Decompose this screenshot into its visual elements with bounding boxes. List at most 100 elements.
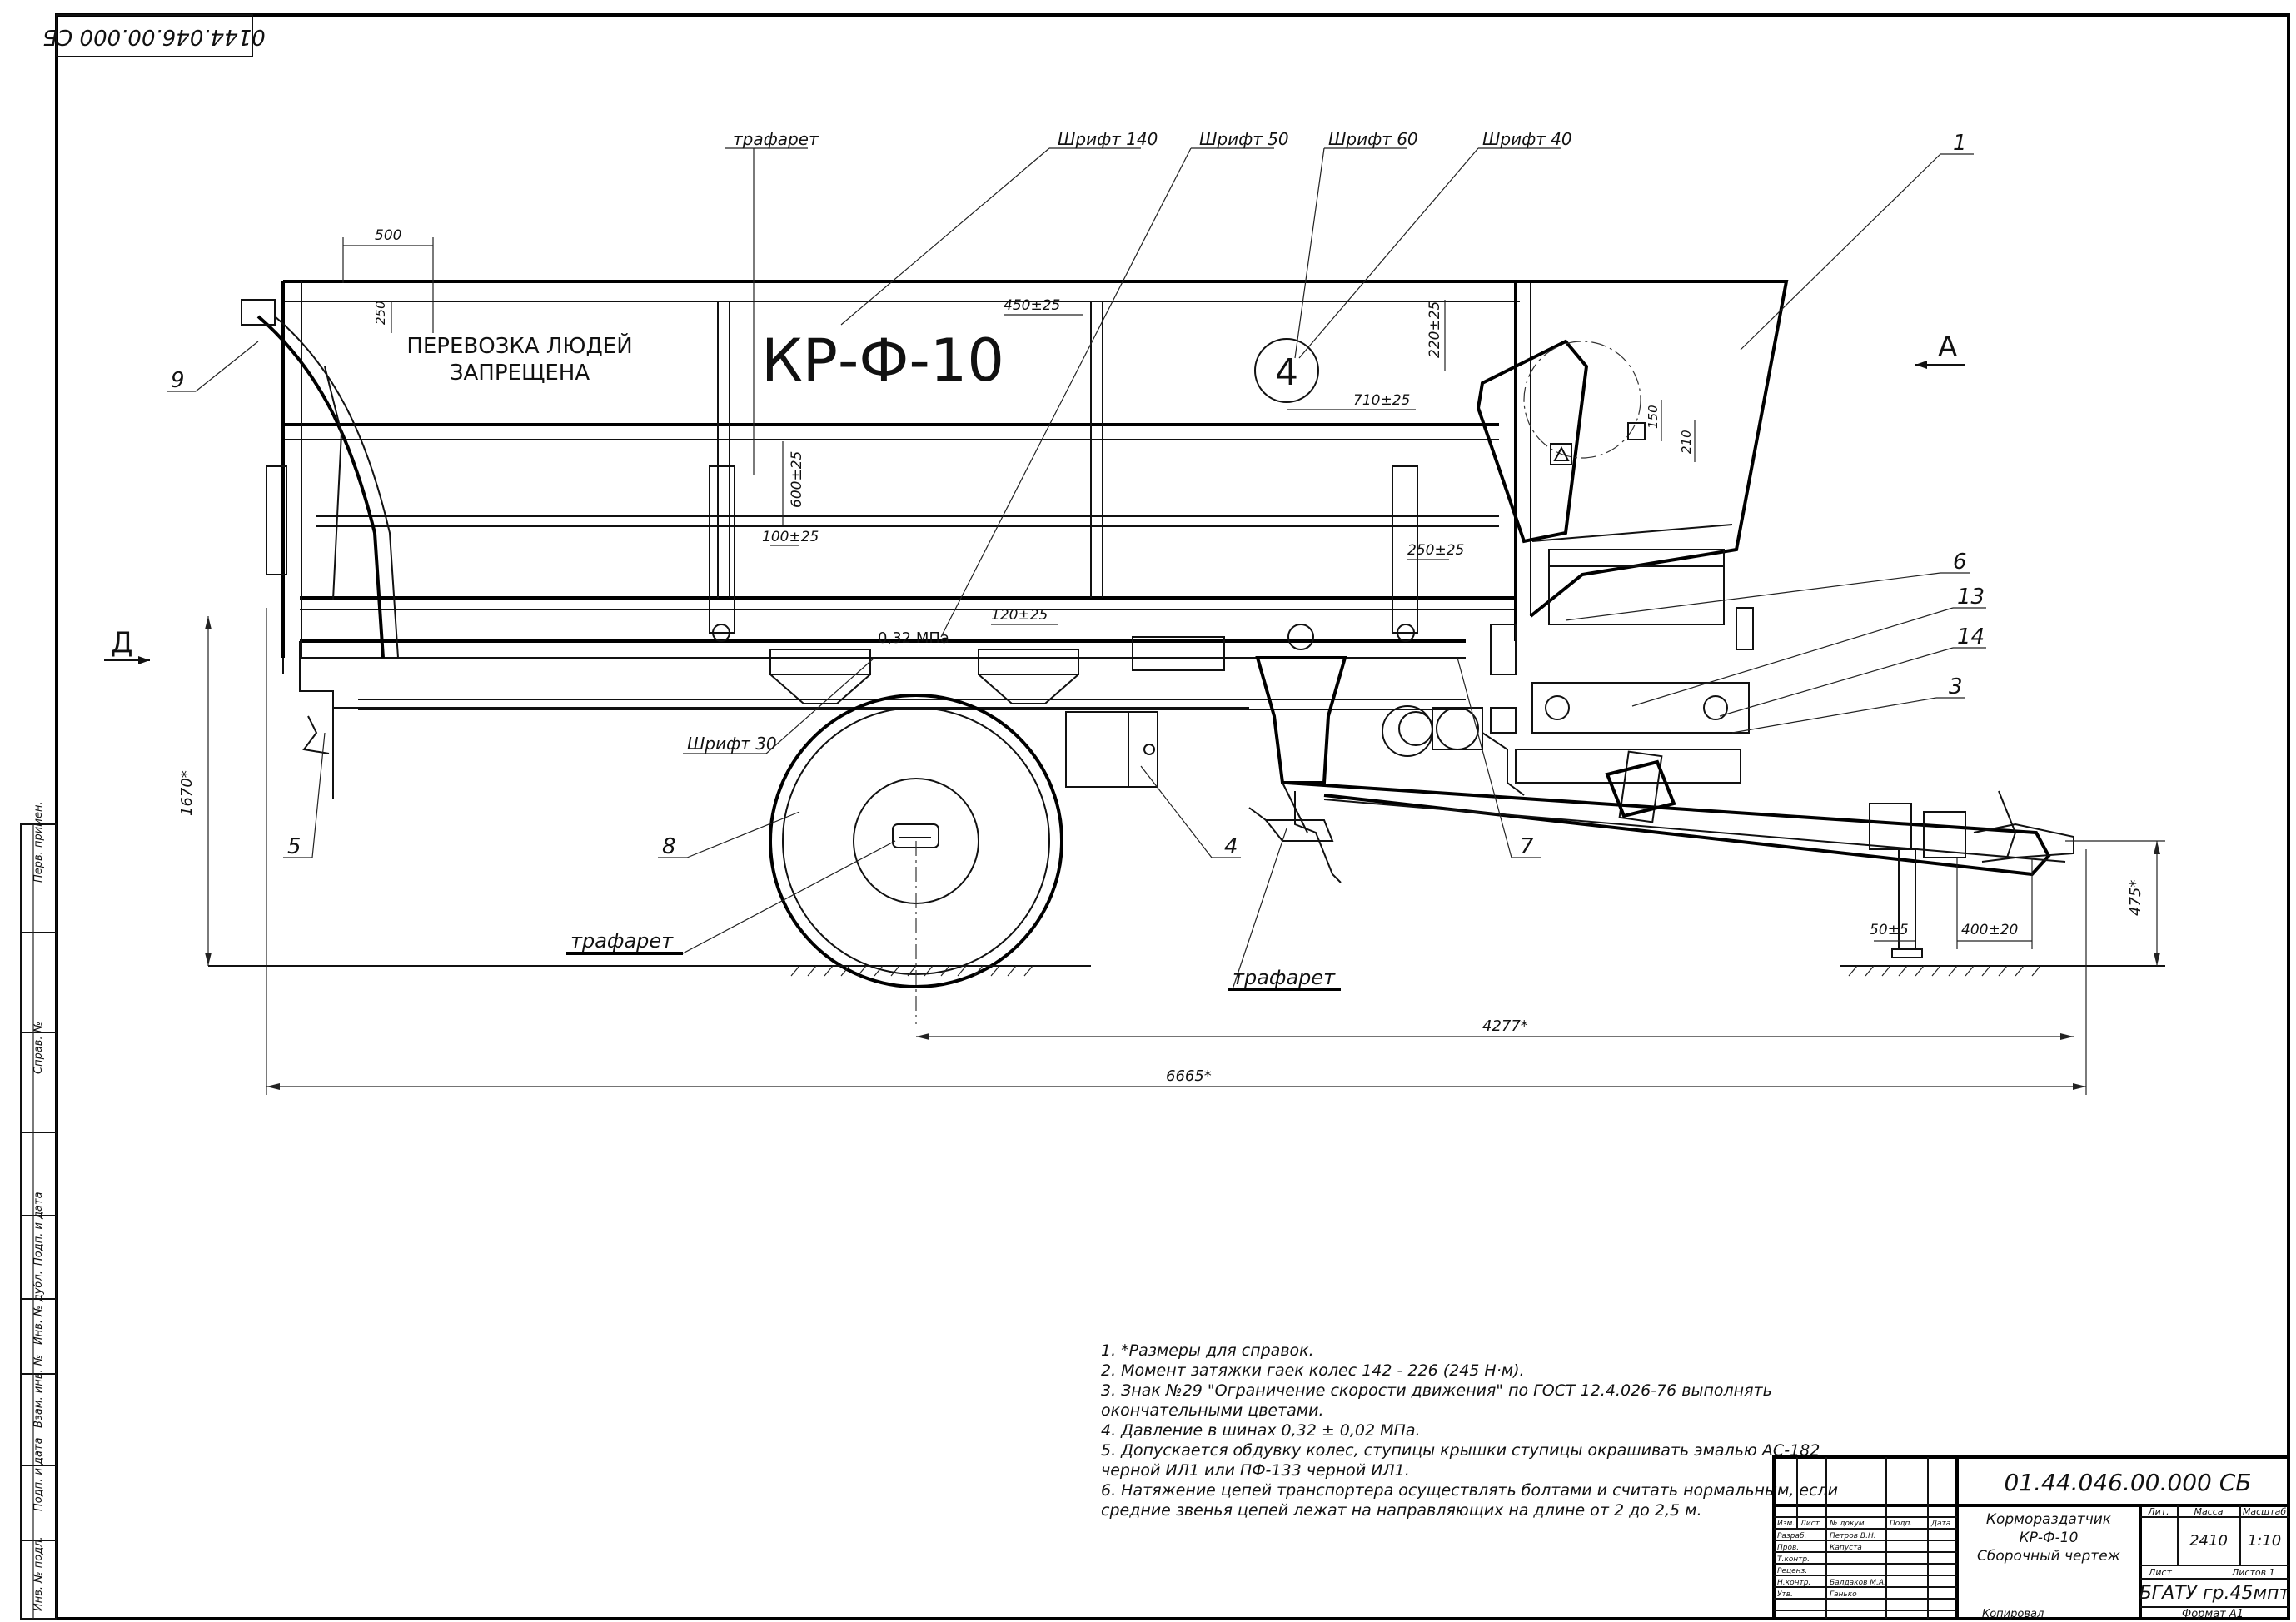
col-lit: Лит. bbox=[2147, 1506, 2169, 1517]
note-2: 2. Момент затяжки гаек колес 142 - 226 (… bbox=[1101, 1361, 1525, 1380]
title-code: 01.44.046.00.000 СБ bbox=[2004, 1469, 2251, 1496]
callout-trafaret-bottom: трафарет bbox=[1233, 966, 1336, 989]
view-markers: А Д bbox=[104, 331, 1965, 664]
dim-top: 500 bbox=[375, 227, 401, 244]
dim-b: 150 bbox=[1646, 405, 1661, 429]
sheet-frame bbox=[55, 13, 2290, 1620]
copied-label: Копировал bbox=[1982, 1608, 2044, 1620]
pos-5: 5 bbox=[287, 834, 301, 859]
dim-450: 450±25 bbox=[1004, 297, 1060, 314]
wheel bbox=[769, 694, 1063, 1024]
technical-notes: 1. *Размеры для справок. 2. Момент затяж… bbox=[1101, 1341, 1838, 1520]
callout-trafaret-wheel: трафарет bbox=[570, 929, 674, 953]
dim-400: 400±20 bbox=[1961, 922, 2018, 938]
svg-text:Пров.: Пров. bbox=[1777, 1544, 1799, 1552]
pos-9: 9 bbox=[171, 368, 185, 393]
no-people-line2: ЗАПРЕЩЕНА bbox=[450, 361, 590, 386]
scale-value: 1:10 bbox=[2248, 1532, 2281, 1550]
col-scale: Масштаб bbox=[2243, 1506, 2286, 1517]
title-name-2: КР-Ф-10 bbox=[2020, 1530, 2079, 1546]
pos-6: 6 bbox=[1953, 550, 1967, 575]
svg-text:Перв. примен.: Перв. примен. bbox=[32, 801, 45, 883]
svg-text:Реценз.: Реценз. bbox=[1777, 1567, 1807, 1575]
svg-text:Т.контр.: Т.контр. bbox=[1777, 1555, 1810, 1564]
view-a-label: А bbox=[1938, 331, 1957, 364]
tire-pressure: 0,32 МПа bbox=[878, 629, 949, 647]
pos-7: 7 bbox=[1520, 834, 1534, 859]
dim-overall-length: 6665* bbox=[1166, 1067, 1212, 1085]
svg-text:Утв.: Утв. bbox=[1777, 1590, 1793, 1599]
no-people-line1: ПЕРЕВОЗКА ЛЮДЕЙ bbox=[406, 332, 632, 359]
note-4: 4. Давление в шинах 0,32 ± 0,02 МПа. bbox=[1101, 1421, 1421, 1440]
drawbar-and-drive bbox=[1248, 624, 2074, 958]
mass-value: 2410 bbox=[2189, 1532, 2228, 1550]
svg-text:Петров В.Н.: Петров В.Н. bbox=[1830, 1532, 1876, 1540]
svg-text:Подп. и дата: Подп. и дата bbox=[32, 1437, 45, 1511]
callout-shrift-50: Шрифт 50 bbox=[1199, 129, 1289, 149]
callout-shrift-40: Шрифт 40 bbox=[1482, 129, 1572, 149]
svg-text:Справ. №: Справ. № bbox=[32, 1022, 45, 1074]
pos-3: 3 bbox=[1949, 674, 1963, 699]
discharge-hopper bbox=[1476, 280, 1789, 784]
callout-shrift-60: Шрифт 60 bbox=[1328, 129, 1418, 149]
note-3: 3. Знак №29 "Ограничение скорости движен… bbox=[1101, 1381, 1772, 1400]
trailer-body bbox=[241, 280, 1531, 799]
svg-text:Взам. инв. №: Взам. инв. № bbox=[32, 1355, 45, 1428]
dim-220: 220±25 bbox=[1427, 301, 1443, 358]
pos-13: 13 bbox=[1957, 585, 1985, 609]
svg-text:Капуста: Капуста bbox=[1830, 1544, 1862, 1552]
note-3-cont: окончательными цветами. bbox=[1101, 1401, 1324, 1420]
view-d-label: Д bbox=[111, 626, 133, 659]
sheets-label: Листов 1 bbox=[2231, 1567, 2275, 1578]
org-name: БГАТУ гр.45мпт bbox=[2139, 1583, 2291, 1604]
dim-120: 120±25 bbox=[991, 607, 1048, 624]
dim-100: 100±25 bbox=[762, 529, 819, 545]
model-inscription: КР-Ф-10 bbox=[761, 326, 1004, 395]
title-block: 01.44.046.00.000 СБ Кормораздатчик КР-Ф-… bbox=[1772, 1455, 2291, 1620]
dimensions: 6665* 4277* 1670* 475* 400±20 50±5 450±2… bbox=[178, 227, 2165, 1095]
svg-text:№ докум.: № докум. bbox=[1829, 1520, 1866, 1528]
col-mass: Масса bbox=[2194, 1506, 2223, 1517]
title-name-3: Сборочный чертеж bbox=[1977, 1548, 2121, 1565]
left-margin-strip: Перв. примен. Справ. № Подп. и дата Инв.… bbox=[20, 801, 57, 1620]
top-stamp-box bbox=[56, 14, 253, 57]
sheet-label: Лист bbox=[2148, 1567, 2172, 1578]
note-6: 6. Натяжение цепей транспортера осуществ… bbox=[1101, 1481, 1838, 1500]
callout-shrift-140: Шрифт 140 bbox=[1058, 129, 1158, 149]
dim-c: 210 bbox=[1679, 430, 1694, 454]
svg-text:Н.контр.: Н.контр. bbox=[1777, 1579, 1810, 1587]
svg-text:Подп. и дата: Подп. и дата bbox=[32, 1192, 45, 1266]
svg-text:Балдаков М.А.: Балдаков М.А. bbox=[1830, 1579, 1886, 1587]
pos-4: 4 bbox=[1224, 834, 1238, 859]
callout-leaders: трафарет Шрифт 140 Шрифт 50 Шрифт 60 Шри… bbox=[566, 129, 1572, 991]
position-numbers: 1 3 4 5 6 7 8 9 13 14 bbox=[167, 131, 1986, 859]
note-6-cont: средние звенья цепей лежат на направляющ… bbox=[1101, 1501, 1702, 1520]
note-5-cont: черной ИЛ1 или ПФ-133 черной ИЛ1. bbox=[1101, 1461, 1410, 1480]
svg-text:Инв. № дубл.: Инв. № дубл. bbox=[32, 1271, 45, 1345]
dim-wheel-to-hitch: 4277* bbox=[1482, 1017, 1528, 1035]
callout-shrift-30: Шрифт 30 bbox=[687, 734, 777, 754]
top-stamp-text: 0144.046.00.000 СБ bbox=[42, 24, 266, 49]
dim-710: 710±25 bbox=[1353, 392, 1410, 409]
svg-text:Ганько: Ганько bbox=[1830, 1590, 1857, 1599]
pos-14: 14 bbox=[1957, 624, 1985, 649]
format-label: Формат А1 bbox=[2182, 1608, 2244, 1620]
speed-limit-sign bbox=[1254, 338, 1319, 403]
speed-limit-number: 4 bbox=[1275, 351, 1298, 394]
pos-8: 8 bbox=[662, 834, 676, 859]
svg-text:Дата: Дата bbox=[1930, 1520, 1950, 1528]
dim-height: 1670* bbox=[178, 770, 196, 816]
svg-text:Подп.: Подп. bbox=[1890, 1520, 1912, 1528]
ground bbox=[208, 965, 2165, 977]
note-5: 5. Допускается обдувку колес, ступицы кр… bbox=[1101, 1441, 1820, 1460]
svg-text:Изм.: Изм. bbox=[1777, 1520, 1795, 1528]
pos-1: 1 bbox=[1953, 131, 1967, 156]
dim-50: 50±5 bbox=[1870, 922, 1909, 938]
svg-text:Разраб.: Разраб. bbox=[1777, 1532, 1806, 1540]
body-inscriptions: ПЕРЕВОЗКА ЛЮДЕЙ ЗАПРЕЩЕНА КР-Ф-10 4 0,32… bbox=[406, 326, 1319, 647]
dim-a: 250 bbox=[373, 301, 388, 325]
svg-text:Инв. № подл.: Инв. № подл. bbox=[32, 1536, 45, 1611]
dim-hitch-height: 475* bbox=[2127, 880, 2144, 916]
dim-d: 250±25 bbox=[1407, 542, 1464, 559]
